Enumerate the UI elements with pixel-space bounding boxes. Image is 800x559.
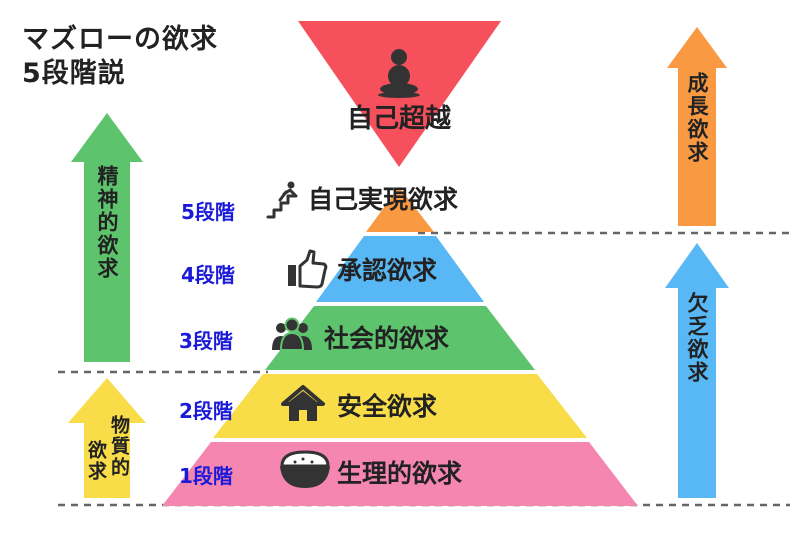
growth-needs-arrow bbox=[667, 27, 727, 226]
thumbs-up-icon bbox=[288, 249, 328, 289]
layer-3-social bbox=[265, 306, 535, 370]
house-icon bbox=[281, 385, 325, 421]
rice-bowl-icon bbox=[280, 450, 330, 488]
layer-5-self-actualization bbox=[366, 187, 434, 232]
page-title-line2: 5段階説 bbox=[22, 58, 126, 89]
buddha-icon bbox=[378, 49, 420, 98]
page-title-line1: マズローの欲求 bbox=[22, 24, 218, 55]
self-transcendence-label: 自己超越 bbox=[347, 104, 452, 134]
spiritual-needs-arrow bbox=[71, 113, 143, 362]
growth-needs-label: 成長欲求 bbox=[685, 72, 709, 164]
level-2-label: 安全欲求 bbox=[337, 392, 438, 421]
level-5-label: 自己実現欲求 bbox=[308, 185, 459, 214]
deficiency-needs-label: 欠乏欲求 bbox=[685, 292, 709, 384]
level-1-label: 生理的欲求 bbox=[337, 459, 463, 488]
deficiency-needs-arrow bbox=[665, 243, 729, 498]
material-needs-label-col1: 物質的 bbox=[108, 415, 130, 478]
people-icon bbox=[272, 317, 312, 351]
stage-4-label: 4段階 bbox=[181, 263, 235, 287]
level-4-label: 承認欲求 bbox=[337, 256, 438, 285]
level-3-label: 社会的欲求 bbox=[324, 324, 450, 353]
material-needs-arrow bbox=[68, 378, 146, 498]
layer-1-physiological bbox=[162, 442, 638, 506]
layer-4-esteem bbox=[316, 236, 484, 302]
stage-1-label: 1段階 bbox=[179, 464, 233, 488]
stage-2-label: 2段階 bbox=[179, 399, 233, 423]
material-needs-label-col2: 欲求 bbox=[85, 440, 107, 482]
stage-3-label: 3段階 bbox=[179, 329, 233, 353]
stage-5-label: 5段階 bbox=[181, 200, 235, 224]
running-stairs-icon bbox=[266, 181, 298, 219]
spiritual-needs-label: 精神的欲求 bbox=[95, 165, 119, 280]
